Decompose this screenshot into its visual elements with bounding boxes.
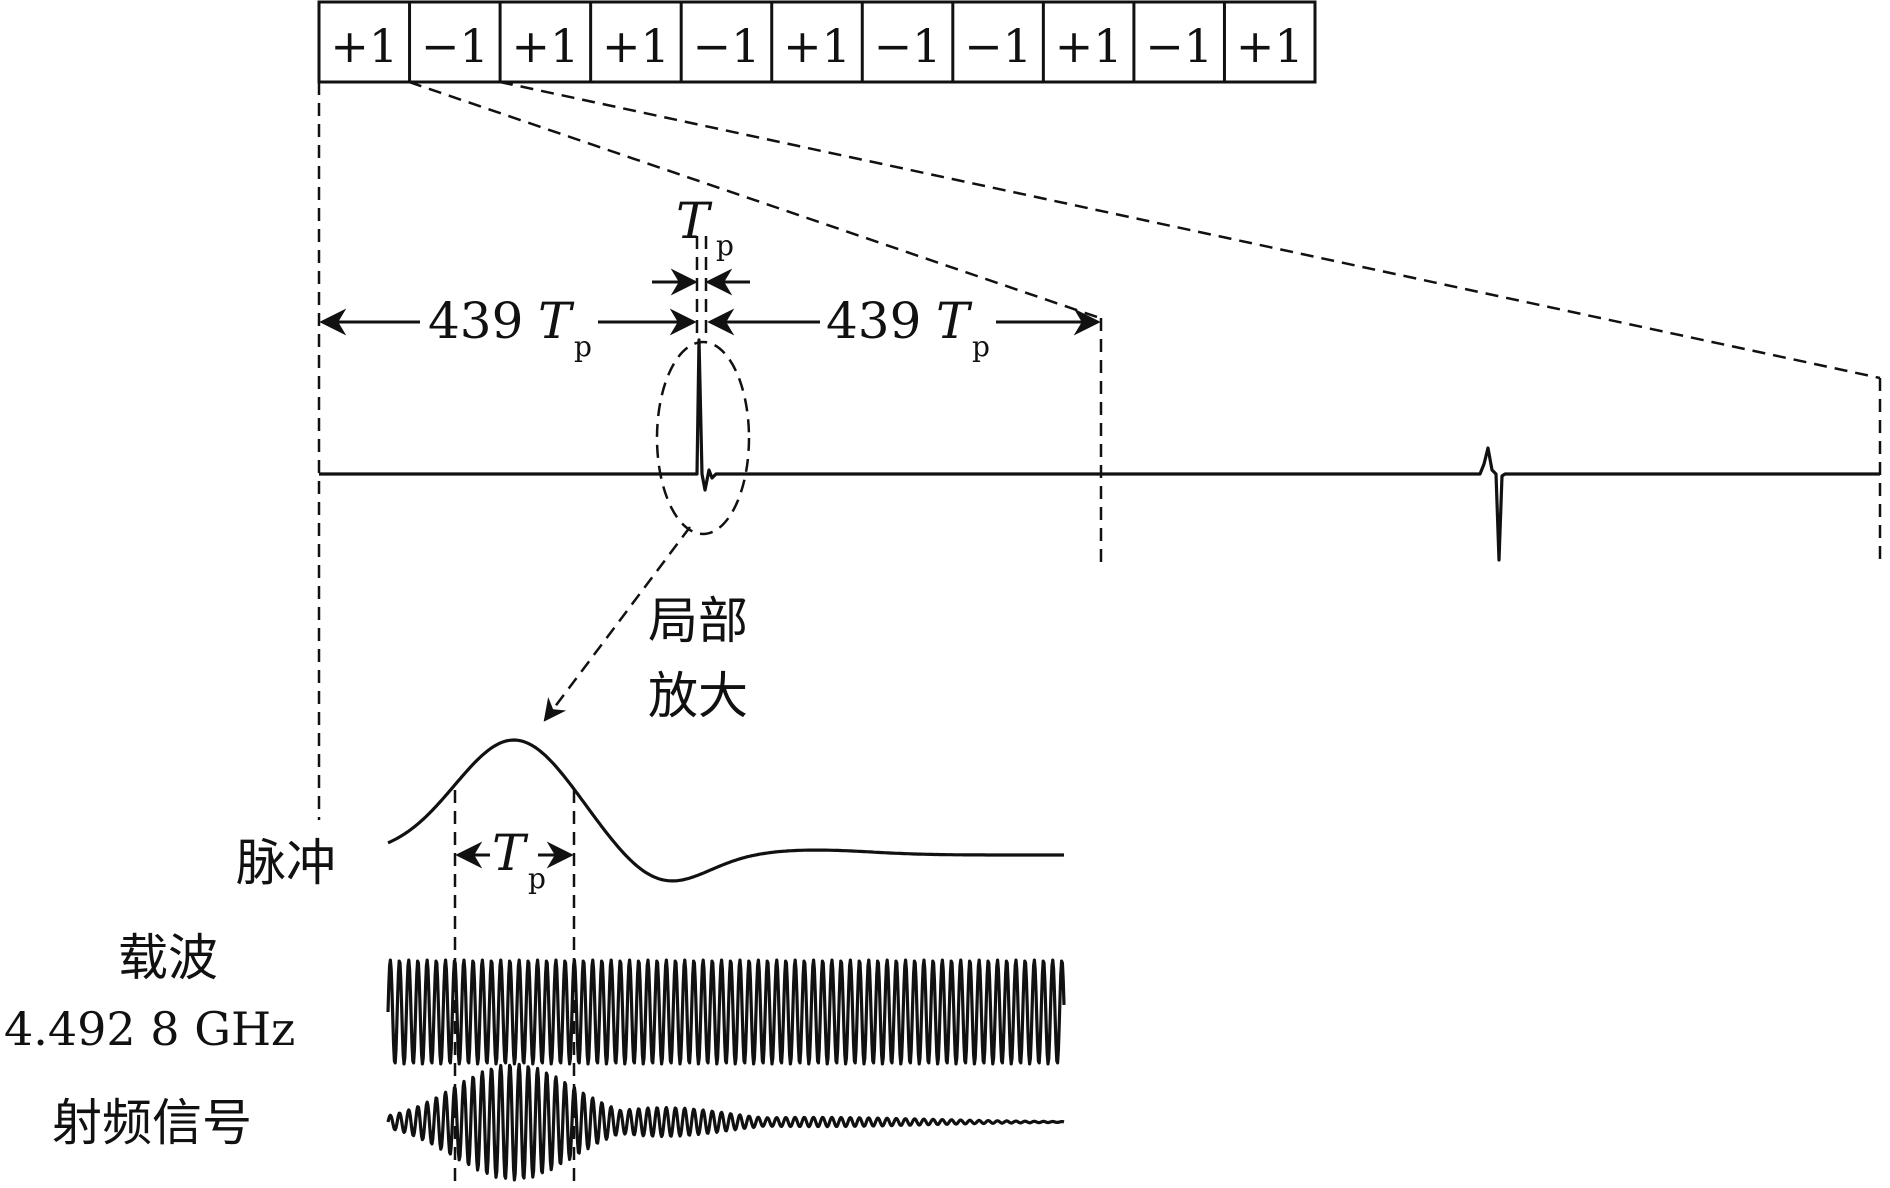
- period-left-tp: T: [538, 292, 575, 350]
- zoom-arrow: [543, 526, 691, 722]
- sequence-chip: −1: [964, 19, 1032, 73]
- carrier-frequency: 4.492 8 GHz: [4, 1002, 295, 1056]
- carrier-label: 载波: [118, 929, 218, 987]
- sequence-chip: −1: [1145, 19, 1213, 73]
- period-right-tp: T: [936, 292, 973, 350]
- rf-label: 射频信号: [52, 1094, 252, 1152]
- period-right-tp-sub: p: [972, 330, 990, 363]
- sequence-chip: −1: [874, 19, 942, 73]
- zoom-ellipse: [655, 340, 751, 536]
- pulse-waveform: [387, 738, 1064, 883]
- tp-top-label: T: [676, 192, 713, 250]
- zoom-label-2: 放大: [648, 667, 748, 725]
- carrier-waveform: [386, 958, 1066, 1066]
- period-left-number: 439: [428, 292, 523, 350]
- tp-zoom-label: T: [492, 824, 529, 882]
- zoom-label-1: 局部: [648, 592, 748, 650]
- pulse-label: 脉冲: [236, 834, 336, 892]
- tp-zoom-sub: p: [528, 862, 546, 895]
- period-right-number: 439: [826, 292, 921, 350]
- sequence-chip: +1: [602, 19, 670, 73]
- sequence-chip: +1: [1236, 19, 1304, 73]
- pulse-timeline: [319, 338, 1880, 562]
- sequence-chip: −1: [693, 19, 761, 73]
- period-left-tp-sub: p: [574, 330, 592, 363]
- sequence-chip: +1: [511, 19, 579, 73]
- rf-signal-waveform: [386, 1062, 1065, 1182]
- projection-line-right: [499, 80, 1881, 380]
- sequence-outline: [317, 0, 1317, 84]
- sequence-chip: +1: [1055, 19, 1123, 73]
- projection-line-mid: [408, 80, 1101, 320]
- code-sequence: +1 −1 +1 +1 −1 +1 −1 −1 +1 −1 +1: [317, 0, 1317, 84]
- tp-top-sub: p: [716, 229, 734, 262]
- sequence-chip: +1: [330, 19, 398, 73]
- sequence-chip: +1: [783, 19, 851, 73]
- sequence-chip: −1: [421, 19, 489, 73]
